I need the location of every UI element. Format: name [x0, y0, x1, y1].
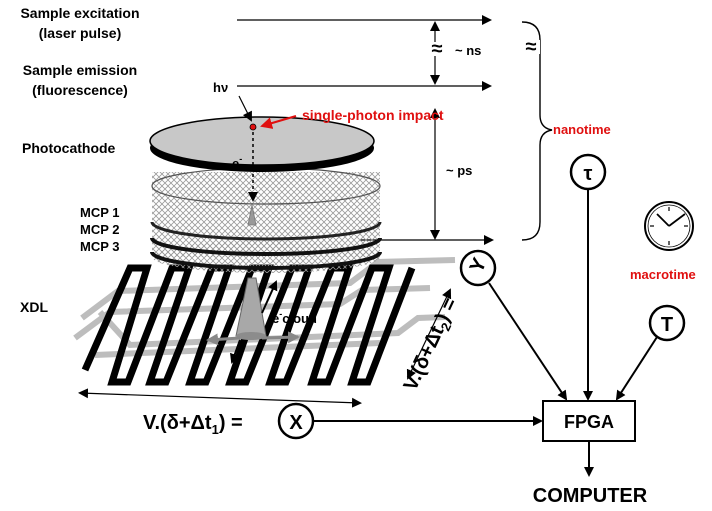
cloud-arrow-down [230, 339, 241, 364]
Y-node [459, 249, 497, 287]
y-span-arrow [406, 288, 452, 380]
fpga-box [542, 400, 636, 442]
T-to-fpga-arrow [615, 336, 658, 401]
curly-brace [521, 21, 553, 241]
vx-expression: V.(δ+Δt1) = [143, 412, 243, 437]
fpga-label: FPGA [564, 412, 614, 432]
mcp3-label: MCP 3 [80, 239, 120, 254]
mcp3-disk [150, 237, 382, 256]
X-symbol: X [289, 412, 303, 434]
photon-arrow [238, 95, 252, 122]
ns-label: ~ ns [455, 43, 481, 58]
mcp2-label: MCP 2 [80, 222, 120, 237]
xdl-label: XDL [20, 299, 48, 315]
T-symbol: T [661, 314, 673, 336]
cloud-arrow-up [261, 280, 278, 314]
hv-label: hν [213, 80, 228, 95]
vy-expression: V.(δ+Δt2) = [400, 294, 465, 395]
emission-label-1: Sample emission [23, 62, 137, 78]
photocathode-label: Photocathode [22, 140, 116, 156]
tau-symbol: τ [584, 163, 593, 185]
emission-label-2: (fluorescence) [32, 82, 128, 98]
mcp1-label: MCP 1 [80, 205, 120, 220]
nanotime-label: nanotime [553, 122, 611, 137]
excitation-label-1: Sample excitation [20, 5, 139, 21]
T-node [648, 304, 686, 342]
cloud-arrow-right [261, 331, 300, 344]
x-span-arrow [78, 388, 362, 408]
impact-pointer-arrow [260, 114, 297, 129]
ns-approx-symbol: ≈ [432, 38, 443, 60]
mcp2-disk [150, 221, 382, 241]
computer-label: COMPUTER [533, 485, 648, 507]
mcp-cone [247, 204, 257, 226]
electron-label: e- [232, 154, 242, 171]
single-photon-label: single-photon impact [302, 107, 444, 123]
photon-impact-dot [249, 123, 257, 131]
ps-label: ~ ps [446, 163, 472, 178]
cloud-arrow-left [206, 333, 241, 346]
clock-icon [644, 201, 694, 251]
excitation-label-2: (laser pulse) [39, 25, 121, 41]
e-cloud-label: e-cloud [272, 309, 317, 326]
Y-to-fpga-arrow [488, 282, 568, 401]
macrotime-label: macrotime [630, 267, 696, 282]
photocathode-disk [149, 116, 375, 166]
brace-approx-symbol: ≈ [526, 36, 537, 58]
